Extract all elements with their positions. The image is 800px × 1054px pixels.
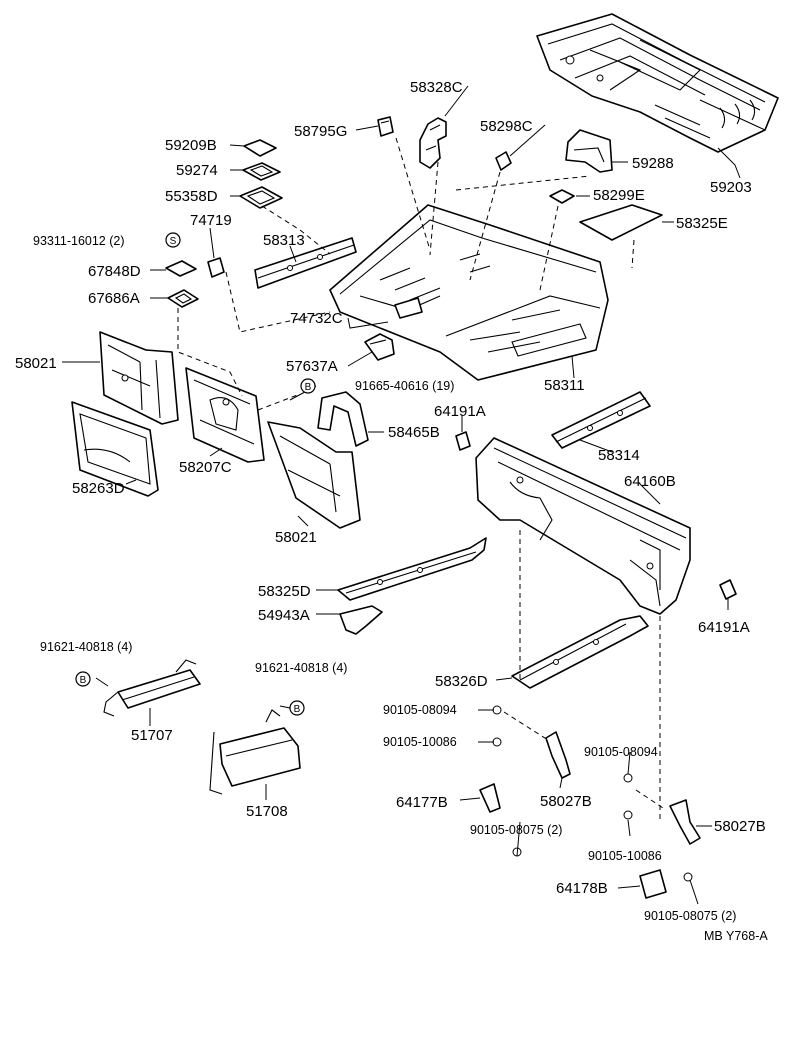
part-58314-drawing xyxy=(551,391,651,449)
label-58207C: 58207C xyxy=(179,459,232,476)
part-labels: 58328C 58795G 58298C 59209B 59274 55358D… xyxy=(15,79,768,943)
label-58325E: 58325E xyxy=(676,215,728,232)
part-64191A-upper-drawing xyxy=(455,431,471,451)
label-59209B: 59209B xyxy=(165,137,217,154)
label-58311: 58311 xyxy=(544,377,585,394)
label-59203: 59203 xyxy=(710,179,752,196)
label-64178B: 64178B xyxy=(556,880,608,897)
label-58795G: 58795G xyxy=(294,123,347,140)
label-58314: 58314 xyxy=(598,447,640,464)
label-58313: 58313 xyxy=(263,232,305,249)
part-74719-drawing xyxy=(207,257,225,278)
symbol-b-91621-right: B xyxy=(289,700,305,716)
label-58298C: 58298C xyxy=(480,118,533,135)
part-59288-drawing xyxy=(565,129,613,173)
symbol-s-93311: S xyxy=(165,232,181,248)
part-58263D-drawing xyxy=(71,401,159,497)
label-59288: 59288 xyxy=(632,155,674,172)
part-57637A-drawing xyxy=(364,333,395,361)
label-90105-08075-right: 90105-08075 (2) xyxy=(644,909,736,923)
part-51707-drawing xyxy=(103,659,201,717)
part-58313-drawing xyxy=(254,237,357,289)
label-91665-40616: 91665-40616 (19) xyxy=(355,379,454,393)
diagram-code: MB Y768-A xyxy=(704,929,768,943)
symbol-b-91665: B xyxy=(300,378,316,394)
label-90105-08094-right: 90105-08094 xyxy=(584,745,658,759)
part-58465B-drawing xyxy=(317,391,369,447)
part-64177B-drawing xyxy=(479,783,501,813)
label-57637A: 57637A xyxy=(286,358,338,375)
label-91621-40818-left: 91621-40818 (4) xyxy=(40,640,132,654)
symbol-b-text-1: B xyxy=(305,382,312,393)
label-59274: 59274 xyxy=(176,162,218,179)
part-58795G-drawing xyxy=(377,116,394,137)
symbol-s-text: S xyxy=(170,236,177,247)
label-91621-40818-right: 91621-40818 (4) xyxy=(255,661,347,675)
label-64160B: 64160B xyxy=(624,473,676,490)
label-58021-left: 58021 xyxy=(15,355,57,372)
symbol-b-91621-left: B xyxy=(75,671,91,687)
part-58325E-drawing xyxy=(579,204,663,241)
label-64191A-upper: 64191A xyxy=(434,403,486,420)
label-93311-16012: 93311-16012 (2) xyxy=(33,234,125,248)
part-58207C-drawing xyxy=(185,367,265,463)
label-67686A: 67686A xyxy=(88,290,140,307)
leader-lines xyxy=(62,85,741,905)
label-90105-10086-left: 90105-10086 xyxy=(383,735,457,749)
assembly-lines xyxy=(177,137,667,820)
part-58326D-drawing xyxy=(511,615,649,689)
label-90105-10086-right: 90105-10086 xyxy=(588,849,662,863)
label-58263D: 58263D xyxy=(72,480,125,497)
label-58299E: 58299E xyxy=(593,187,645,204)
part-58027B-left-drawing xyxy=(545,731,571,779)
part-64191A-lower-drawing xyxy=(719,579,737,600)
part-54943A-drawing xyxy=(339,605,383,635)
label-74732C: 74732C xyxy=(290,310,343,327)
symbol-b-text-2: B xyxy=(80,675,87,686)
label-74719: 74719 xyxy=(190,212,232,229)
part-67686A-drawing xyxy=(167,289,199,308)
part-58021-right-drawing xyxy=(267,421,361,529)
label-51707: 51707 xyxy=(131,727,173,744)
symbol-b-text-3: B xyxy=(294,704,301,715)
part-64178B-drawing xyxy=(639,869,667,899)
label-90105-08094-left: 90105-08094 xyxy=(383,703,457,717)
part-51708-drawing xyxy=(209,709,301,795)
part-58325D-drawing xyxy=(337,537,487,601)
bolt-group xyxy=(492,705,693,882)
label-58326D: 58326D xyxy=(435,673,488,690)
part-59274-drawing xyxy=(242,162,281,181)
part-58311-drawing xyxy=(329,204,609,381)
label-67848D: 67848D xyxy=(88,263,141,280)
part-58021-left-drawing xyxy=(99,331,179,425)
part-64160B-drawing xyxy=(475,437,691,615)
label-58325D: 58325D xyxy=(258,583,311,600)
part-58027B-right-drawing xyxy=(669,799,701,845)
part-59203-drawing xyxy=(536,13,779,153)
label-51708: 51708 xyxy=(246,803,288,820)
part-58298C-drawing xyxy=(495,151,512,171)
label-55358D: 55358D xyxy=(165,188,218,205)
label-58021-right: 58021 xyxy=(275,529,317,546)
part-55358D-drawing xyxy=(239,186,283,209)
label-64177B: 64177B xyxy=(396,794,448,811)
label-58465B: 58465B xyxy=(388,424,440,441)
label-58328C: 58328C xyxy=(410,79,463,96)
part-59209B-drawing xyxy=(243,139,277,157)
part-58328C-drawing xyxy=(419,117,447,169)
part-67848D-drawing xyxy=(165,260,197,277)
label-58027B-left: 58027B xyxy=(540,793,592,810)
part-58299E-drawing xyxy=(549,189,575,204)
label-54943A: 54943A xyxy=(258,607,310,624)
label-64191A-lower: 64191A xyxy=(698,619,750,636)
label-58027B-right: 58027B xyxy=(714,818,766,835)
label-90105-08075-left: 90105-08075 (2) xyxy=(470,823,562,837)
part-74732C-drawing xyxy=(394,297,423,319)
